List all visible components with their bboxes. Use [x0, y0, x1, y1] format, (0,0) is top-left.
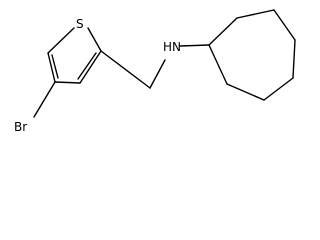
bond-c3-c4 — [54, 81, 81, 84]
structure-svg: S HN Br — [14, 9, 296, 134]
bond-ring-1 — [208, 17, 238, 46]
bond-c2-c3-double — [77, 52, 97, 80]
atom-label-sulfur: S — [76, 17, 84, 31]
atom-label-amine: HN — [163, 40, 181, 54]
cycloheptane-ring — [208, 9, 296, 101]
bond-c2-ch2 — [100, 50, 151, 89]
atom-label-bromine: Br — [14, 120, 27, 134]
bond-ch2-n — [149, 59, 166, 89]
bond-n-c1 — [179, 44, 210, 47]
structure-diagram: S HN Br — [14, 9, 296, 134]
bond-c4-c5 — [47, 52, 56, 83]
bond-c4-c5-double — [51, 54, 59, 79]
bond-ring-5 — [263, 77, 294, 101]
bond-ring-7 — [208, 44, 228, 85]
bond-s-c2 — [87, 27, 102, 52]
bond-ring-3 — [273, 9, 296, 41]
bond-ring-6 — [226, 83, 265, 101]
bond-c4-br — [33, 81, 56, 118]
bond-c2-c3 — [79, 50, 102, 84]
bond-ring-4 — [292, 39, 296, 79]
bond-s-c5 — [47, 27, 75, 54]
bond-ring-2 — [236, 9, 275, 19]
thiophene-ring — [47, 27, 102, 84]
